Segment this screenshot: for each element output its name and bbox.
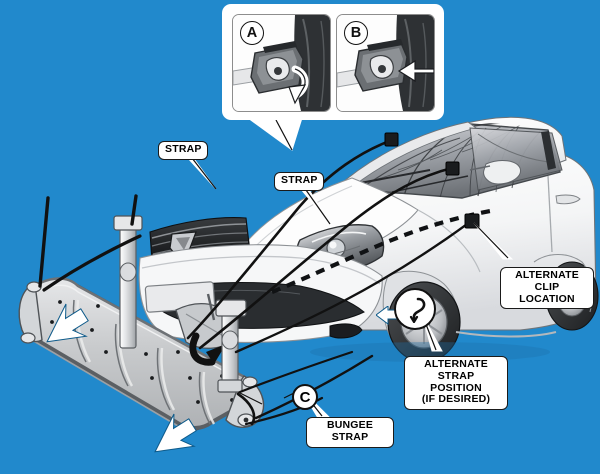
dashed-clip-line [271, 207, 497, 294]
marker-c: C [292, 384, 318, 410]
marker-rods [38, 194, 138, 288]
step-marker-b: B [344, 21, 368, 45]
callout-strap-center: STRAP [274, 172, 324, 191]
white-arrow-icon [46, 303, 197, 453]
callout-alternate-strap-position: ALTERNATE STRAP POSITION (IF DESIRED) [404, 356, 508, 410]
strap-lines [42, 138, 472, 426]
step-marker-a: A [240, 21, 264, 45]
callout-bungee-strap: BUNGEE STRAP [306, 417, 394, 448]
curved-arrow-icon [189, 332, 216, 366]
detail-inset-panel: A B [222, 4, 444, 120]
clip-photo-a: A [232, 14, 331, 112]
hook-icon [409, 297, 426, 323]
callout-strap-left: STRAP [158, 141, 208, 160]
mount-posts [113, 215, 247, 393]
callout-alternate-clip-location: ALTERNATE CLIP LOCATION [500, 267, 594, 310]
hook-icon-circle [394, 288, 436, 330]
clip-photo-b: B [336, 14, 435, 112]
